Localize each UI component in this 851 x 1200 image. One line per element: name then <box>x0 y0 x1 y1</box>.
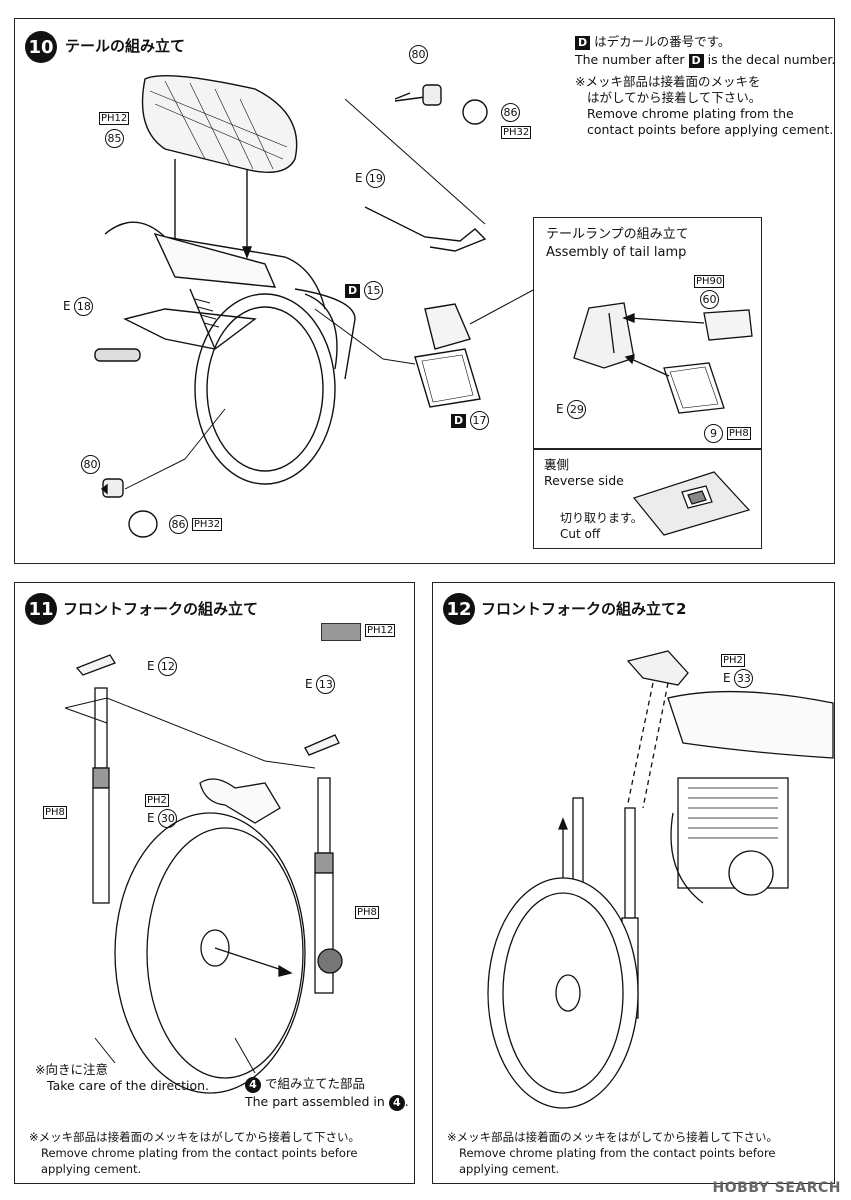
color-swatch <box>321 623 361 641</box>
decal-17: D 17 <box>451 411 489 430</box>
chrome-note-12-en-1: Remove chrome plating from the contact p… <box>459 1146 776 1160</box>
paint-ph8-left: PH8 <box>43 806 67 819</box>
paint-ph8-right: PH8 <box>355 906 379 919</box>
chrome-note-12-en-2: applying cement. <box>459 1162 560 1176</box>
decal-15-d-icon: D <box>345 283 361 298</box>
direction-note-jp: ※向きに注意 <box>35 1062 108 1077</box>
reverse-side-drawing <box>632 471 751 536</box>
part-e18: E 18 <box>63 297 94 316</box>
step12-panel: 12 フロントフォークの組み立て2 <box>432 582 835 1184</box>
step12-number: 12 <box>443 593 475 625</box>
part-60-code: PH90 <box>694 275 725 288</box>
tail-lamp-box: テールランプの組み立て Assembly of tail lamp PH90 6… <box>533 217 762 449</box>
part-86-top: 86 <box>501 103 520 122</box>
part-e13: E 13 <box>305 675 336 694</box>
step11-number: 11 <box>25 593 57 625</box>
chrome-note-en-1: Remove chrome plating from the <box>587 106 794 121</box>
step10-title: テールの組み立て <box>65 37 186 55</box>
assembled-note-en: The part assembled in 4. <box>245 1094 409 1111</box>
swatch-code: PH12 <box>365 624 396 637</box>
chrome-note-11-jp: ※メッキ部品は接着面のメッキをはがしてから接着して下さい。 <box>29 1130 360 1144</box>
decal-note-jp: D はデカールの番号です。 <box>575 33 730 50</box>
assembled-note-jp: 4 で組み立てた部品 <box>245 1075 365 1093</box>
part-e30: E 30 <box>147 809 178 828</box>
step10-panel: 10 テールの組み立て D はデカールの番号です。 The number aft… <box>14 18 835 564</box>
step11-title: フロントフォークの組み立て <box>63 600 259 618</box>
step4-ref-icon-2: 4 <box>388 1094 405 1111</box>
front-fork-drawing <box>64 654 343 1094</box>
chrome-note-en-2: contact points before applying cement. <box>587 122 834 137</box>
paint-ph2-12: PH2 <box>721 654 745 667</box>
part-80-bottom: 80 <box>81 455 100 474</box>
part-86-bottom: 86 PH32 <box>169 515 223 534</box>
decal-note-en: The number after D is the decal number. <box>575 52 836 68</box>
part-85-code: PH12 <box>99 112 130 125</box>
part-80-top: 80 <box>409 45 428 64</box>
hobby-search-watermark: HOBBY SEARCH <box>712 1180 841 1196</box>
paint-ph2: PH2 <box>145 794 169 807</box>
chrome-note-11-en-1: Remove chrome plating from the contact p… <box>41 1146 358 1160</box>
tail-assembly-drawing <box>94 74 536 538</box>
part-e12: E 12 <box>147 657 178 676</box>
part-9: 9 PH8 <box>704 424 751 443</box>
reverse-side-jp: 裏側 <box>544 457 570 472</box>
decal-d-icon: D <box>575 35 591 50</box>
tail-lamp-drawing <box>573 302 753 414</box>
part-e19: E 19 <box>355 169 386 188</box>
step11-panel: 11 フロントフォークの組み立て PH12 <box>14 582 415 1184</box>
step10-number: 10 <box>25 31 57 63</box>
part-86-top-code: PH32 <box>501 126 532 139</box>
tail-lamp-title-jp: テールランプの組み立て <box>546 227 689 242</box>
step4-ref-icon: 4 <box>245 1076 261 1093</box>
part-e33: E 33 <box>723 669 754 688</box>
part-e29: E 29 <box>556 400 587 419</box>
chrome-note-jp-2: はがしてから接着して下さい。 <box>587 90 762 105</box>
chrome-note-12-jp: ※メッキ部品は接着面のメッキをはがしてから接着して下さい。 <box>447 1130 778 1144</box>
reverse-side-box: 裏側 Reverse side 切り取ります。 Cut off <box>533 449 762 549</box>
decal-15: D 15 <box>345 281 383 300</box>
part-60: 60 <box>700 290 719 309</box>
tail-lamp-title-en: Assembly of tail lamp <box>546 245 687 260</box>
decal-d-icon-2: D <box>688 53 704 68</box>
decal-17-d-icon: D <box>451 413 467 428</box>
reverse-side-en: Reverse side <box>544 473 624 488</box>
part-85: 85 <box>105 129 124 148</box>
step12-title: フロントフォークの組み立て2 <box>481 600 687 618</box>
chrome-note-jp-1: ※メッキ部品は接着面のメッキを <box>575 74 761 89</box>
cut-off-en: Cut off <box>560 527 601 541</box>
direction-note-en: Take care of the direction. <box>47 1078 210 1093</box>
chrome-note-11-en-2: applying cement. <box>41 1162 142 1176</box>
front-fork-install-drawing <box>487 650 834 1109</box>
cut-off-jp: 切り取ります。 <box>560 511 643 525</box>
